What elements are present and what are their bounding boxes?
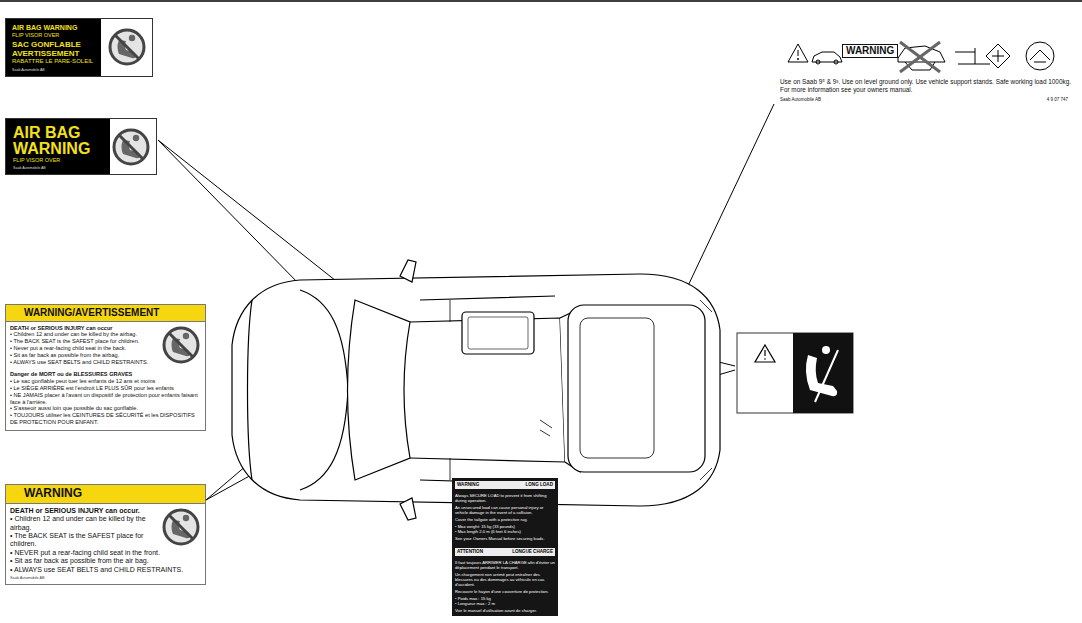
label-text: Use on Saab 9⁵ & 9³. Use on level ground… [780, 78, 1072, 95]
label-text: LONG LOAD [505, 481, 555, 489]
label-text: Cover the tailgate with a protective rug… [455, 517, 555, 522]
label-text: • TOUJOURS utiliser les CEINTURES DE SÉC… [6, 412, 205, 426]
airbag-visor-sticker: AIR BAG WARNINGFLIP VISOR OVER Saab Autom… [5, 118, 157, 175]
label-text: • ALWAYS use SEAT BELTS and CHILD RESTRA… [6, 359, 205, 366]
label-text: • Sit as far back as possible from the a… [6, 557, 205, 565]
label-text: Always SECURE LOAD to prevent it from sh… [455, 493, 555, 504]
label-text: Recouvrir le hayon d'une couverture de p… [455, 589, 555, 594]
label-text: Un chargement non arrimé peut entraîner … [455, 572, 555, 588]
label-text: Saab Automobile AB [13, 166, 104, 171]
label-text: Saab Automobile AB [780, 97, 1072, 103]
label-text: AVERTISSEMENT [12, 49, 100, 58]
label-text: • Longueur max.: 2 m [455, 601, 555, 606]
child-seat-sticker [737, 333, 853, 413]
label-text: • Max weight: 15 kg (33 pounds) [455, 524, 555, 529]
label-text: Saab Automobile AB [6, 574, 205, 581]
jack-warning-label: WARNING Use on Saab 9⁵ & 9³. Use on level… [780, 40, 1072, 103]
label-text: • S'asseoir aussi loin que possible du s… [6, 405, 205, 412]
label-text: Il faut toujours ARRIMER LA CHARGE afin … [455, 560, 555, 571]
label-heading: WARNING/AVERTISSEMENT [6, 305, 205, 322]
label-text: • Never put a rear-facing child seat in … [6, 345, 205, 352]
label-text: ATTENTION [455, 548, 505, 556]
label-text: • The BACK SEAT is the SAFEST place for … [6, 532, 205, 549]
label-text: SAC GONFLABLE [12, 40, 100, 49]
label-heading: AIR BAG WARNING [12, 24, 100, 32]
long-load-label: WARNINGLONG LOAD Always SECURE LOAD to pr… [452, 478, 558, 616]
label-text: • The BACK SEAT is the SAFEST place for … [6, 338, 205, 345]
airbag-warning-label: WARNINGDEATH or SERIOUS INJURY can occur… [5, 484, 206, 585]
no-child-seat-icon [161, 507, 201, 547]
label-text: • NE JAMAIS placer à l'avant un disposit… [6, 392, 205, 406]
label-text: Saab Automobile AB [12, 68, 100, 73]
airbag-visor-sticker: AIR BAG WARNINGFLIP VISOR OVERSAC GONFLA… [5, 18, 153, 77]
label-text: • Le sac gonflable peut tuer les enfants… [6, 378, 205, 385]
label-text: FLIP VISOR OVER [12, 32, 100, 39]
label-text: FLIP VISOR OVER [13, 157, 104, 164]
label-text: • Le SIÈGE ARRIÈRE est l'endroit LE PLUS… [6, 385, 205, 392]
label-text: • Poids max.: 15 kg [455, 596, 555, 601]
label-text: • Children 12 and under can be killed by… [6, 515, 205, 532]
car-top-view [232, 260, 720, 520]
label-text: See your Owners Manual before securing l… [455, 536, 555, 541]
label-text: • ALWAYS use SEAT BELTS and CHILD RESTRA… [6, 566, 205, 574]
label-text: DEATH or SERIOUS INJURY can occur. [6, 504, 205, 515]
no-child-seat-icon [107, 27, 147, 67]
label-text: • Sit as far back as possible from the a… [6, 352, 205, 359]
label-heading: WARNING [6, 485, 205, 504]
label-text: 4 9 07 747 [1047, 97, 1068, 103]
label-text: LONGUE CHARGE [505, 548, 555, 556]
label-text: Danger de MORT ou de BLESSURES GRAVES [6, 368, 205, 378]
label-heading: WARNING [455, 481, 505, 489]
jack-warning-icons [788, 42, 1054, 72]
no-child-seat-icon [111, 127, 151, 167]
label-text: DEATH or SERIOUS INJURY can occur [6, 322, 205, 332]
no-child-seat-icon [161, 325, 201, 365]
label-text: Voir le manuel d'utilisation avant de ch… [455, 608, 555, 613]
label-text: RABATTRE LE PARE-SOLEIL [12, 58, 100, 66]
label-text: • Children 12 and under can be killed by… [6, 331, 205, 338]
label-heading: WARNING [842, 44, 898, 58]
label-text: • Max length 2.0 m (6 feet 6 inches) [455, 529, 555, 534]
label-heading: AIR BAG WARNING [13, 125, 104, 157]
label-text: An unsecured load can cause personal inj… [455, 505, 555, 516]
airbag-warning-label: WARNING/AVERTISSEMENTDEATH or SERIOUS IN… [5, 304, 206, 431]
label-text: • NEVER put a rear-facing child seat in … [6, 549, 205, 557]
